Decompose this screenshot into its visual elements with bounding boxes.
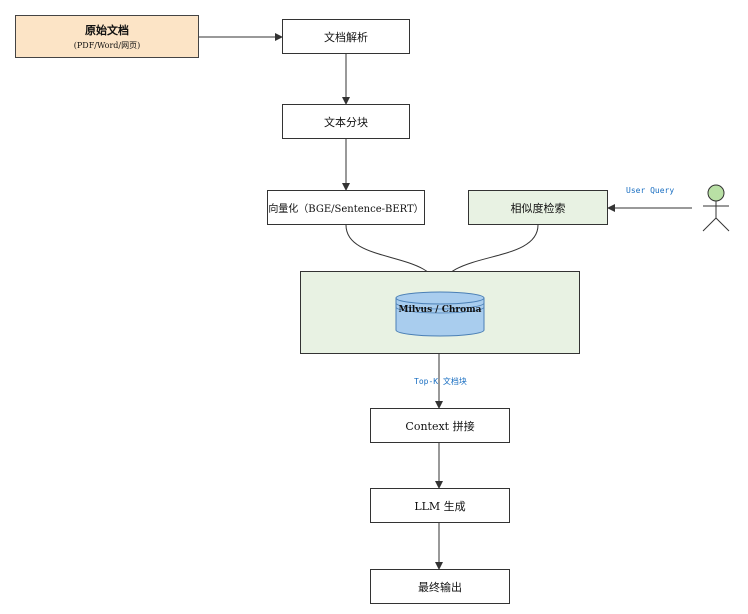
source-document-title: 原始文档 <box>85 24 129 37</box>
embedding-label: 向量化（BGE/Sentence-BERT） <box>268 204 424 215</box>
source-document-formats: (PDF/Word/网页) <box>73 41 141 50</box>
source-document-node: 原始文档 (PDF/Word/网页) <box>15 15 199 58</box>
context-label: Context 拼接 <box>405 419 475 433</box>
output-label: 最终输出 <box>418 580 462 594</box>
user-stick-figure-icon <box>702 184 730 232</box>
similarity-search-node: 相似度检索 <box>468 190 608 225</box>
vector-db-label: Milvus / Chroma <box>398 305 482 315</box>
similarity-search-label: 相似度检索 <box>510 201 566 215</box>
chunk-label: 文本分块 <box>324 115 368 129</box>
parse-node: 文档解析 <box>282 19 410 54</box>
embedding-node: 向量化（BGE/Sentence-BERT） <box>267 190 425 225</box>
output-node: 最终输出 <box>370 569 510 604</box>
chunk-node: 文本分块 <box>282 104 410 139</box>
topk-label: Top-K 文档块 <box>414 377 467 386</box>
parse-label: 文档解析 <box>324 30 368 44</box>
llm-label: LLM 生成 <box>414 499 466 513</box>
user-query-label: User Query <box>626 186 675 195</box>
llm-node: LLM 生成 <box>370 488 510 523</box>
context-node: Context 拼接 <box>370 408 510 443</box>
